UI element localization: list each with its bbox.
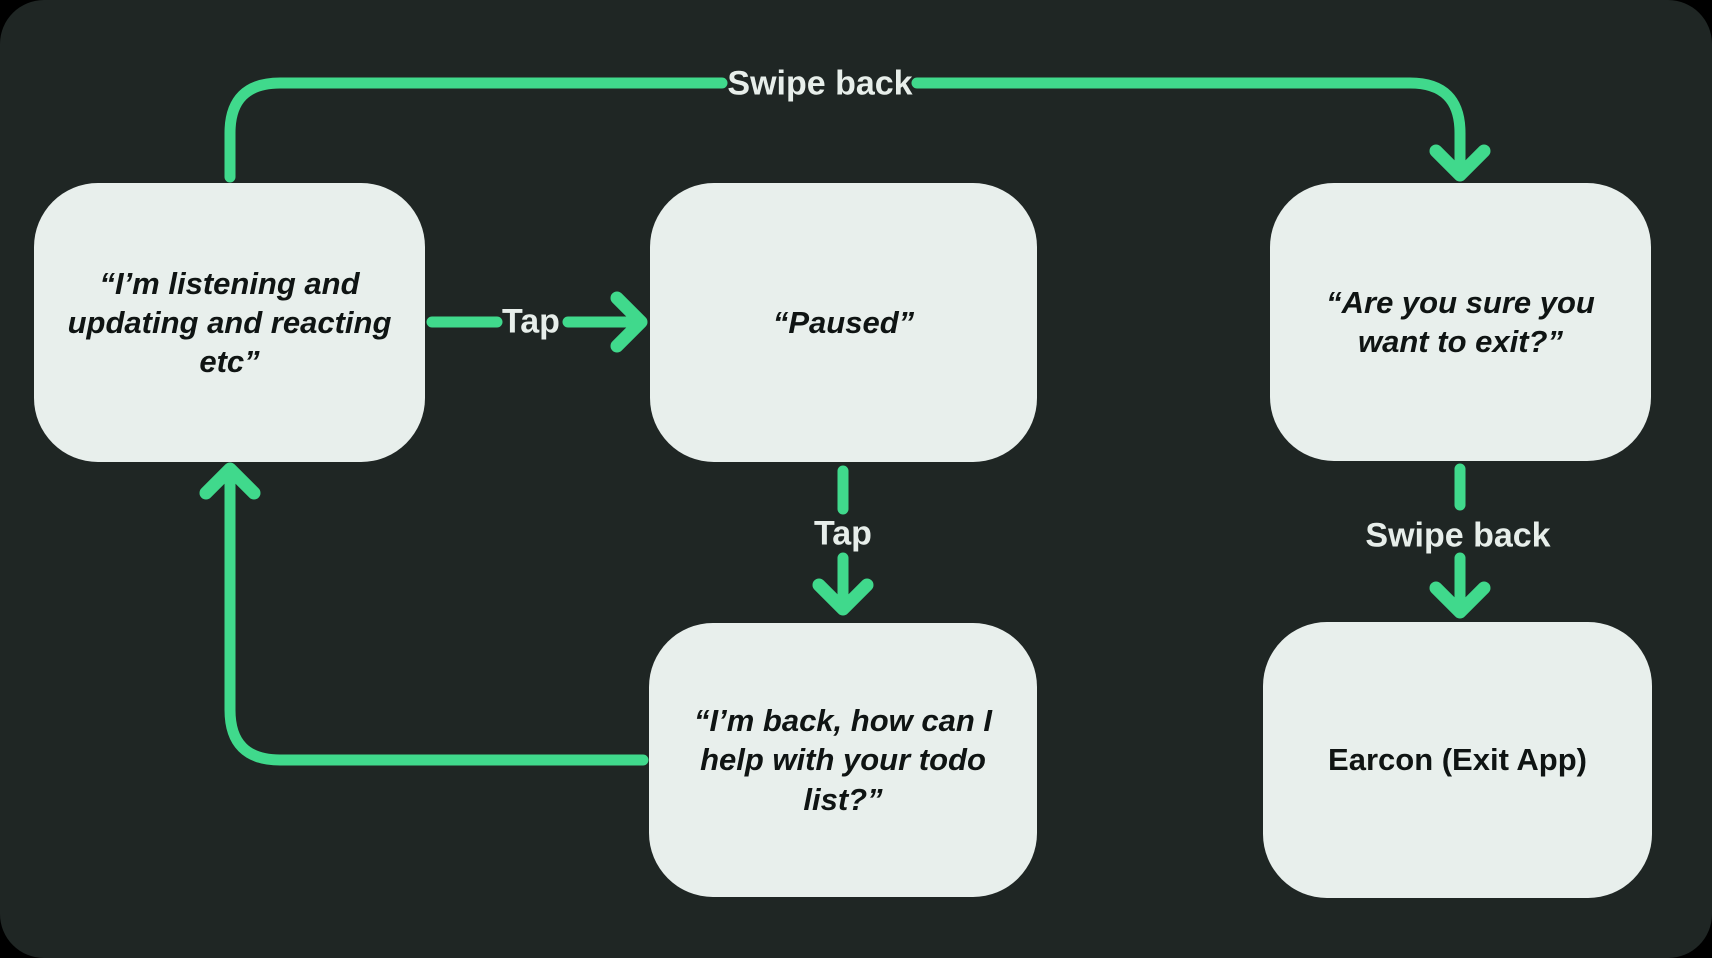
edge-swipe-back-vertical <box>1429 463 1491 619</box>
edge-label-swipe-back-top: Swipe back <box>727 64 913 103</box>
edge-tap-vertical <box>812 465 874 616</box>
arrowhead-down-icon <box>1429 144 1491 182</box>
node-listening-label: “I’m listening and updating and reacting… <box>67 265 392 380</box>
node-paused-label: “Paused” <box>772 304 915 340</box>
edge-label-tap-vertical: Tap <box>814 514 872 553</box>
node-listening: “I’m listening and updating and reacting… <box>34 183 425 462</box>
edge-swipe-back-top <box>224 77 1491 183</box>
edge-return-loop <box>199 462 649 766</box>
node-back-helping-label: “I’m back, how can I help with your todo… <box>693 703 993 817</box>
arrowhead-right-icon <box>610 291 648 353</box>
node-exit-confirm: “Are you sure you want to exit?” <box>1270 183 1651 461</box>
edge-label-tap-horizontal: Tap <box>502 302 560 341</box>
arrowhead-down-icon <box>812 578 874 616</box>
edge-tap-horizontal <box>426 291 648 353</box>
node-back-helping: “I’m back, how can I help with your todo… <box>649 623 1037 897</box>
edge-label-swipe-back-vertical: Swipe back <box>1365 516 1551 555</box>
node-earcon-exit-label: Earcon (Exit App) <box>1328 742 1587 778</box>
node-earcon-exit: Earcon (Exit App) <box>1263 622 1652 898</box>
node-paused: “Paused” <box>650 183 1037 462</box>
arrowhead-up-icon <box>199 462 261 500</box>
node-exit-confirm-label: “Are you sure you want to exit?” <box>1326 284 1595 359</box>
arrowhead-down-icon <box>1429 581 1491 619</box>
